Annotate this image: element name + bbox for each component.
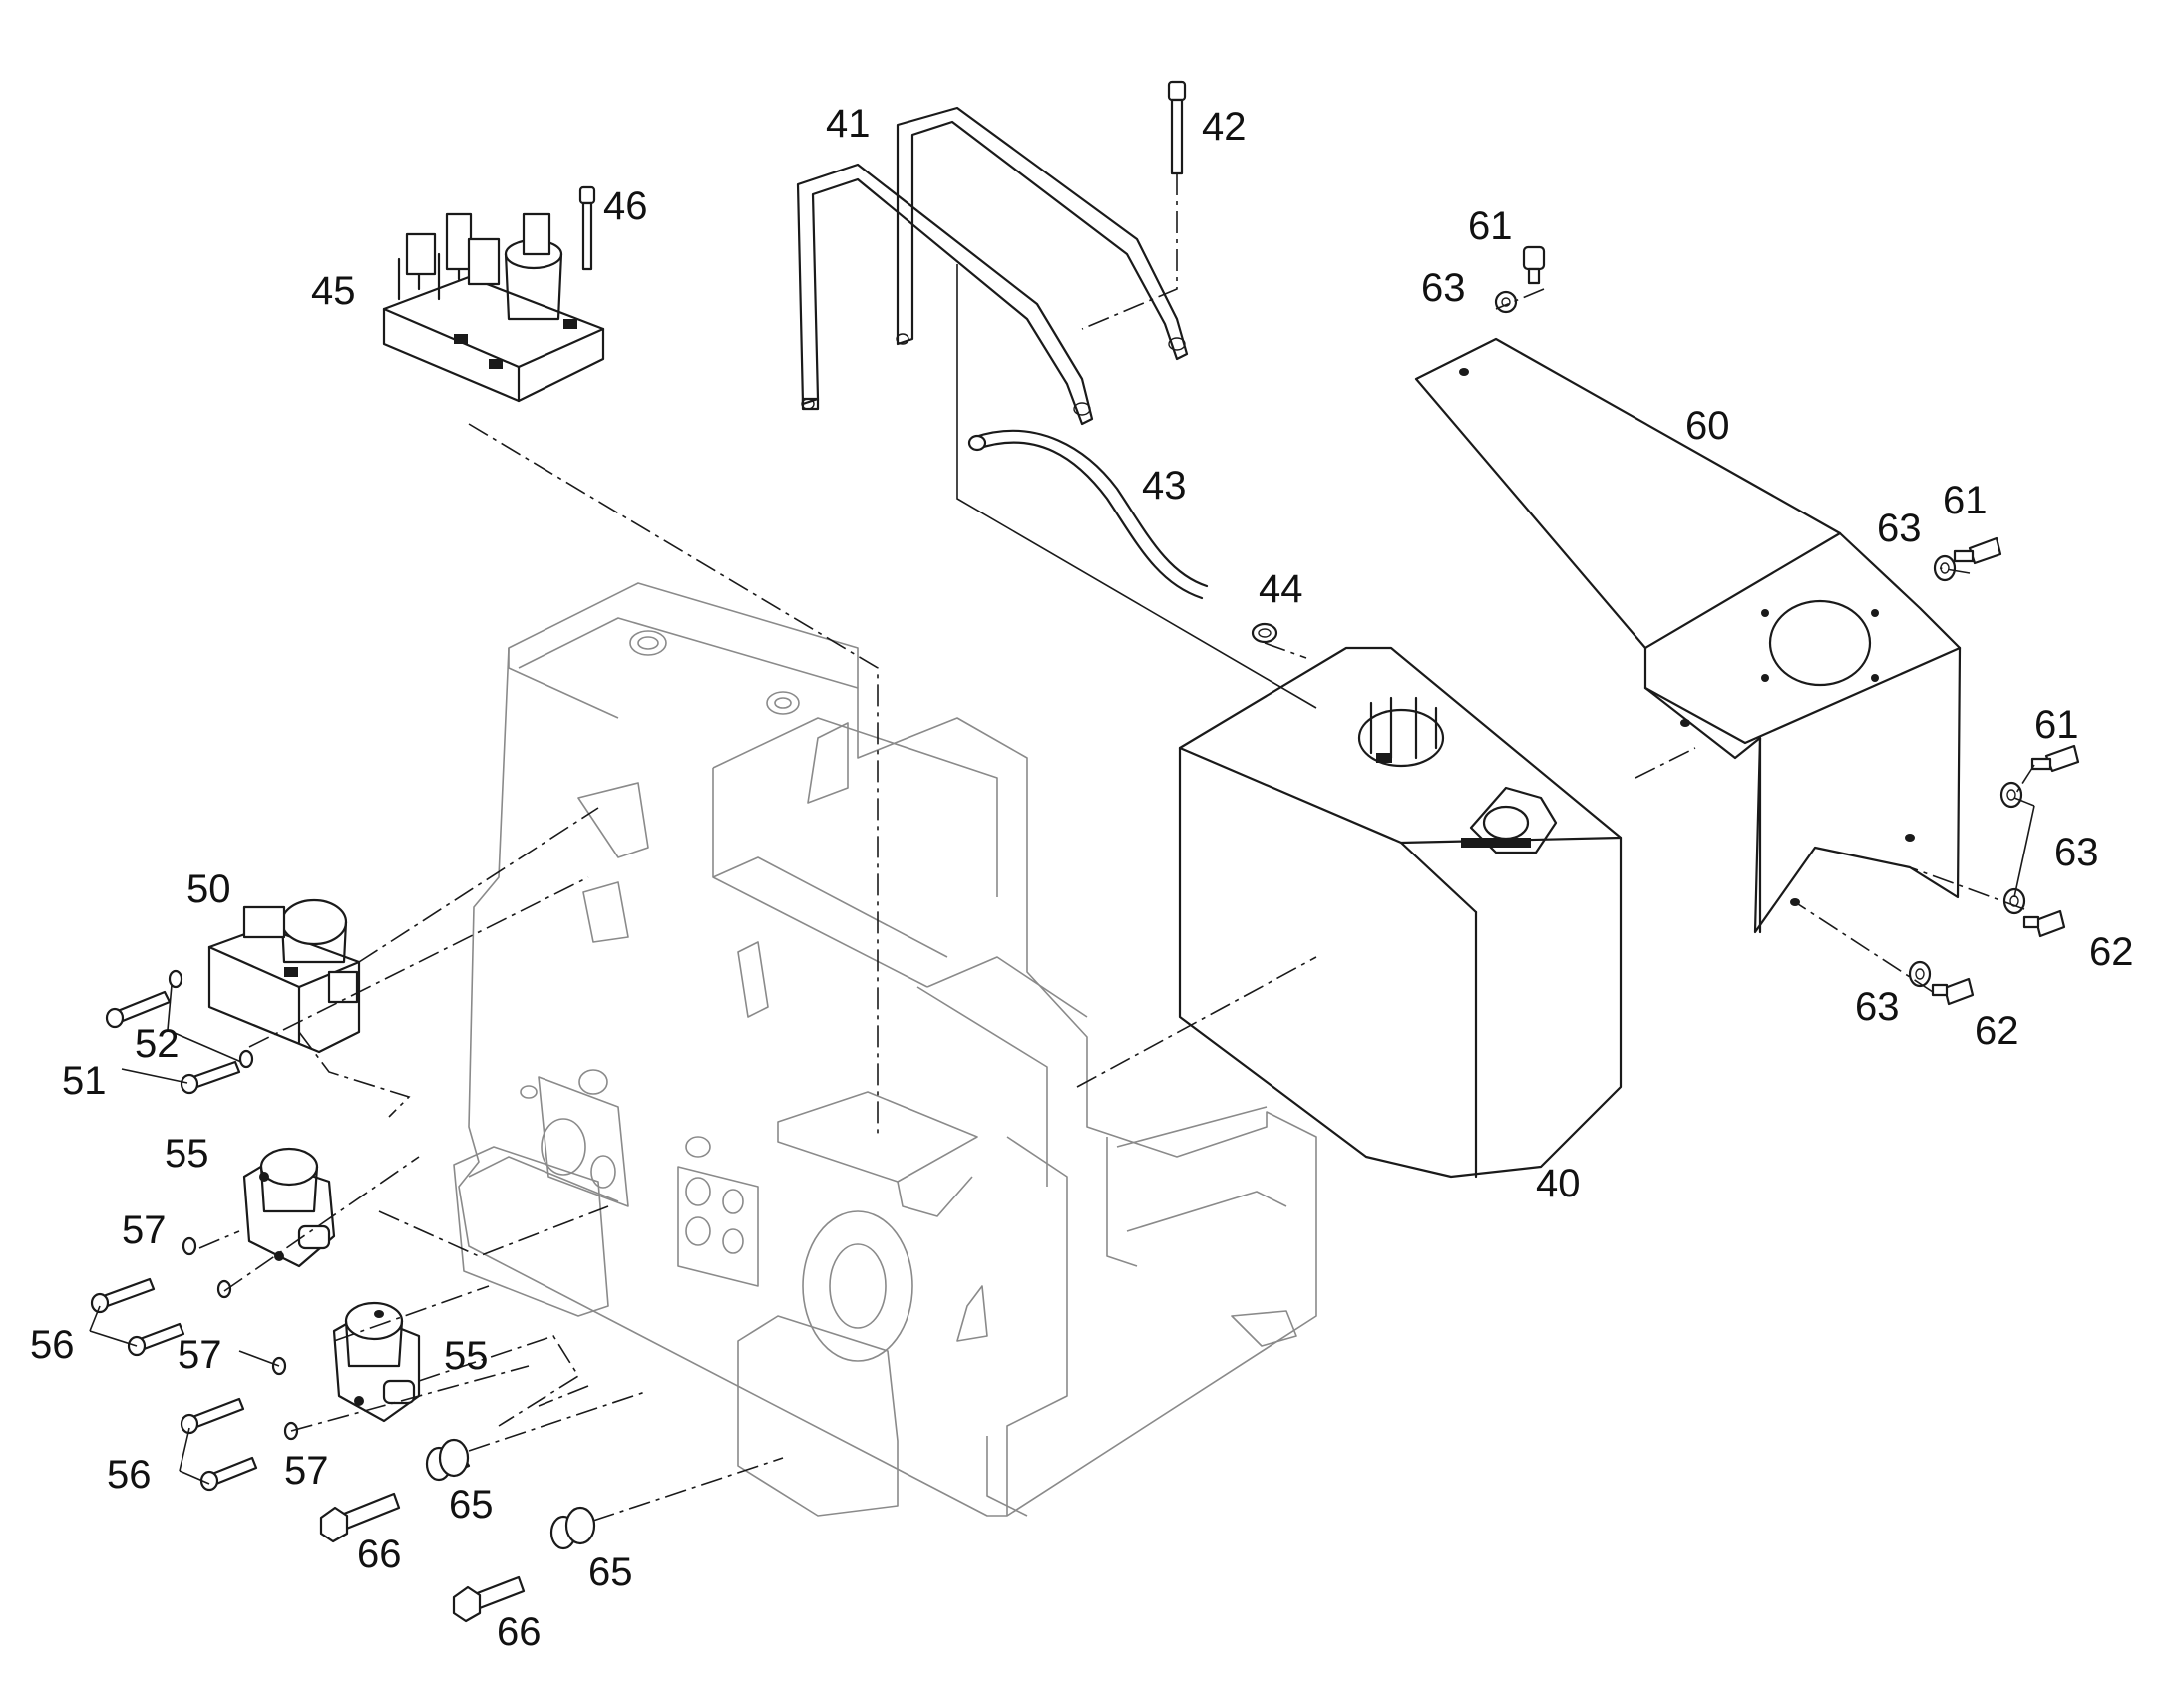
label-66b: 66: [497, 1610, 542, 1654]
label-44: 44: [1259, 567, 1303, 611]
assembly-lines: [198, 173, 2035, 1522]
label-45: 45: [311, 269, 356, 313]
bolts-61: [1522, 245, 2080, 773]
label-62b: 62: [1975, 1009, 2019, 1053]
washers-52: [168, 969, 254, 1069]
label-42: 42: [1202, 105, 1247, 149]
label-55a: 55: [165, 1132, 209, 1176]
label-52: 52: [135, 1022, 180, 1066]
label-66a: 66: [357, 1533, 402, 1576]
callout-labels: 40 41 42 43 44 45 46 50 51 52 55 55 56 5…: [30, 102, 2134, 1654]
label-63d: 63: [1855, 985, 1900, 1029]
bolt-46: [578, 185, 596, 271]
label-56a: 56: [30, 1323, 75, 1367]
hose-43: [967, 429, 1209, 600]
label-61a: 61: [1468, 204, 1513, 248]
label-41: 41: [826, 102, 871, 146]
tank-40: [1178, 646, 1623, 1179]
chassis-frame: [453, 582, 1317, 1517]
valve-55-upper: [242, 1147, 336, 1268]
bracket-60: [1414, 337, 1962, 934]
bolts-62: [1931, 909, 2066, 1006]
label-57b: 57: [178, 1333, 222, 1377]
label-57c: 57: [284, 1449, 329, 1493]
label-46: 46: [603, 184, 648, 228]
bolts-66: [319, 1492, 526, 1623]
label-57a: 57: [122, 1208, 167, 1252]
label-61c: 61: [2034, 703, 2079, 747]
bolts-51: [105, 990, 241, 1095]
spacers-65: [425, 1438, 596, 1550]
label-62a: 62: [2089, 930, 2134, 974]
label-61b: 61: [1943, 479, 1988, 522]
valve-block-45: [382, 212, 605, 403]
washers-57: [182, 1236, 299, 1441]
valve-50: [207, 898, 361, 1054]
leader-lines: [89, 264, 2035, 1485]
label-63b: 63: [1877, 507, 1922, 550]
bolts-56: [90, 1277, 258, 1492]
label-51: 51: [62, 1059, 107, 1103]
label-65a: 65: [449, 1483, 494, 1527]
bolt-42: [1167, 80, 1187, 175]
seal-44: [1251, 622, 1278, 644]
label-55b: 55: [444, 1334, 489, 1378]
label-65b: 65: [588, 1550, 633, 1594]
strap-41: [796, 106, 1189, 426]
label-50: 50: [186, 867, 231, 911]
label-63a: 63: [1421, 266, 1466, 310]
label-43: 43: [1142, 464, 1187, 508]
label-56b: 56: [107, 1453, 152, 1497]
valve-55-lower: [332, 1301, 421, 1423]
label-60: 60: [1685, 404, 1730, 448]
label-40: 40: [1536, 1162, 1581, 1205]
label-63c: 63: [2054, 831, 2099, 874]
